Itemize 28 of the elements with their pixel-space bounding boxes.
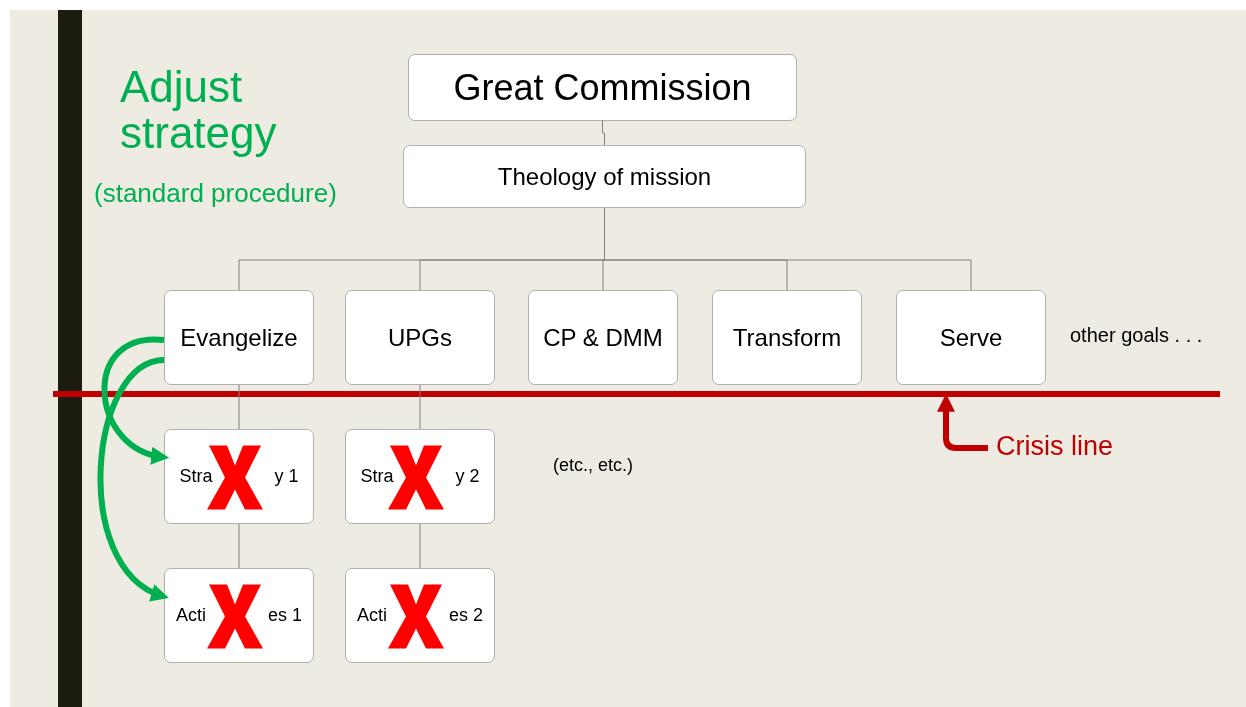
callout-text: Crisis line	[996, 432, 1114, 462]
box-label: Transform	[732, 323, 842, 352]
box-label: Acti	[356, 605, 387, 626]
box-label: y 1	[274, 466, 299, 487]
box-label: Evangelize	[180, 323, 298, 352]
note-text: other goals . . .	[1070, 325, 1204, 346]
arrow	[97, 357, 169, 600]
box-label: UPGs	[388, 323, 452, 352]
heading-text: Adjust strategy	[120, 64, 278, 157]
box-label: es 2	[449, 605, 483, 626]
note-text: (etc., etc.)	[553, 456, 634, 475]
box-label: Great Commission	[453, 66, 752, 109]
box-label: y 2	[455, 466, 480, 487]
subheading-text: (standard procedure)	[94, 180, 338, 208]
connector-line	[238, 523, 240, 569]
box-label: CP & DMM	[543, 323, 663, 352]
connector-line	[238, 384, 240, 430]
box-label: Stra	[360, 466, 394, 487]
box-label: Acti	[175, 605, 206, 626]
arrow	[101, 337, 169, 464]
side-bar	[58, 10, 82, 707]
connector-line	[602, 120, 605, 146]
box-label: Stra	[179, 466, 213, 487]
connector-line	[419, 384, 421, 430]
connector-line	[419, 523, 421, 569]
box-label: Serve	[939, 323, 1003, 352]
box-label: Theology of mission	[497, 162, 712, 191]
box-label: es 1	[268, 605, 302, 626]
